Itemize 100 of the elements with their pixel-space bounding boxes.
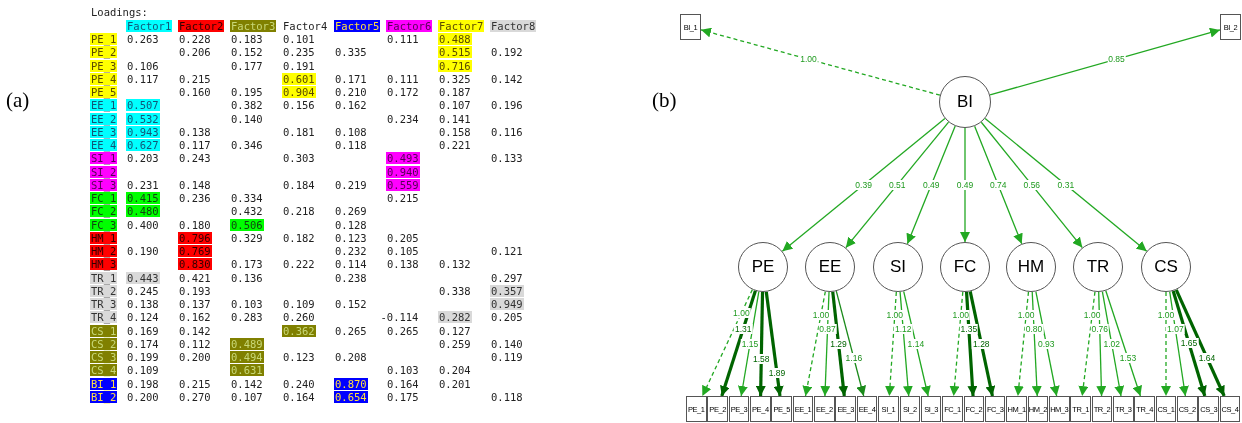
table-cell: 0.196 <box>490 99 524 112</box>
table-cell: 0.232 <box>334 245 368 257</box>
row-header: TR_3 <box>90 298 118 310</box>
table-cell: 0.215 <box>178 377 212 390</box>
arrow <box>1161 291 1171 397</box>
table-cell: 0.123 <box>282 351 316 363</box>
table-cell: 0.117 <box>126 72 160 85</box>
table-cell: 0.631 <box>230 364 264 377</box>
table-cell: 0.208 <box>334 351 368 363</box>
table-cell: 0.138 <box>126 298 160 310</box>
table-cell: 0.506 <box>230 218 264 231</box>
row-header: SI_2 <box>90 165 118 178</box>
edge-label: 0.49 <box>955 180 975 190</box>
table-cell: 0.137 <box>178 298 212 310</box>
table-cell: 0.101 <box>282 33 316 45</box>
table-cell: 0.164 <box>282 390 316 403</box>
table-cell: 0.160 <box>178 86 212 98</box>
table-cell: 0.191 <box>282 59 316 72</box>
table-cell: 0.238 <box>334 271 368 284</box>
row-header: SI_1 <box>90 152 118 165</box>
table-cell: 0.201 <box>438 377 472 390</box>
row-header: PE_4 <box>90 72 118 85</box>
table-cell: 0.138 <box>386 258 420 271</box>
table-cell: 0.205 <box>490 311 524 324</box>
edge-label: 1.00 <box>799 54 818 65</box>
table-cell: 0.559 <box>386 178 420 191</box>
table-cell: 0.769 <box>178 245 212 257</box>
table-cell: 0.105 <box>386 245 420 257</box>
arrow <box>781 117 946 252</box>
table-cell: 0.184 <box>282 178 316 191</box>
table-title: Loadings: <box>90 6 149 18</box>
arrow <box>974 125 1023 245</box>
table-cell: 0.132 <box>438 258 472 271</box>
arrow <box>968 291 996 397</box>
edge-label: 1.89 <box>767 368 787 379</box>
column-header: Factor4 <box>282 19 329 32</box>
table-cell: 0.654 <box>334 390 368 403</box>
arrow <box>1031 291 1042 397</box>
table-cell: 0.346 <box>230 139 264 151</box>
row-header: HM_1 <box>90 231 118 244</box>
arrow <box>802 290 826 397</box>
table-cell: 0.265 <box>386 324 420 337</box>
row-header: CS_4 <box>90 364 118 377</box>
table-cell: 0.133 <box>490 152 524 165</box>
edge-label: 1.28 <box>972 338 991 349</box>
edge-label: 1.00 <box>1156 309 1176 320</box>
row-header: CS_1 <box>90 324 118 337</box>
arrow <box>1035 290 1060 397</box>
edge-label: 0.51 <box>887 179 907 190</box>
edge-label: 1.00 <box>1082 309 1102 320</box>
row-header: PE_3 <box>90 59 118 72</box>
table-cell: 0.103 <box>230 298 264 310</box>
table-cell: 0.198 <box>126 377 160 390</box>
latent-circle: HM <box>1006 242 1056 292</box>
table-cell: 0.190 <box>126 245 160 257</box>
table-cell: 0.118 <box>490 390 524 403</box>
row-header: PE_5 <box>90 86 118 98</box>
latent-circle: CS <box>1141 242 1191 292</box>
table-cell: 0.234 <box>386 112 420 125</box>
row-header: HM_2 <box>90 245 118 257</box>
row-header: PE_1 <box>90 33 118 45</box>
edge-label: 0.87 <box>818 324 837 335</box>
edge-label: 1.07 <box>1166 324 1185 335</box>
table-cell: 0.123 <box>334 231 368 244</box>
arrow <box>964 291 978 397</box>
column-header: Factor6 <box>386 19 433 32</box>
row-header: BI_2 <box>90 390 118 403</box>
latent-circle: FC <box>940 242 990 292</box>
arrow <box>960 127 970 243</box>
row-header: TR_1 <box>90 271 118 284</box>
table-cell: 0.192 <box>490 46 524 59</box>
table-cell: -0.114 <box>379 311 420 324</box>
edge-label: 0.93 <box>1037 338 1056 349</box>
table-cell: 0.269 <box>334 205 368 218</box>
arrow <box>835 290 866 397</box>
table-cell: 0.297 <box>490 271 524 284</box>
arrow <box>980 121 1083 249</box>
table-cell: 0.228 <box>178 33 212 45</box>
arrow <box>984 117 1148 252</box>
table-cell: 0.260 <box>282 311 316 324</box>
table-cell: 0.716 <box>438 59 472 72</box>
table-cell: 0.480 <box>126 205 160 218</box>
row-header: FC_1 <box>90 192 118 204</box>
table-cell: 0.338 <box>438 284 472 297</box>
table-cell: 0.532 <box>126 112 160 125</box>
table-cell: 0.329 <box>230 231 264 244</box>
edge-label: 1.14 <box>906 338 926 349</box>
table-cell: 0.111 <box>386 72 420 85</box>
table-cell: 0.235 <box>282 46 316 59</box>
row-header: CS_2 <box>90 337 118 350</box>
edge-label: 1.35 <box>959 324 979 335</box>
table-cell: 0.259 <box>438 337 472 350</box>
arrow <box>1174 289 1226 397</box>
table-cell: 0.243 <box>178 152 212 165</box>
arrow <box>845 121 950 249</box>
column-header: Factor3 <box>230 19 277 32</box>
table-cell: 0.357 <box>490 284 524 297</box>
arrow <box>899 291 913 397</box>
table-cell: 0.107 <box>230 390 264 403</box>
edge-label: 1.00 <box>951 309 971 320</box>
